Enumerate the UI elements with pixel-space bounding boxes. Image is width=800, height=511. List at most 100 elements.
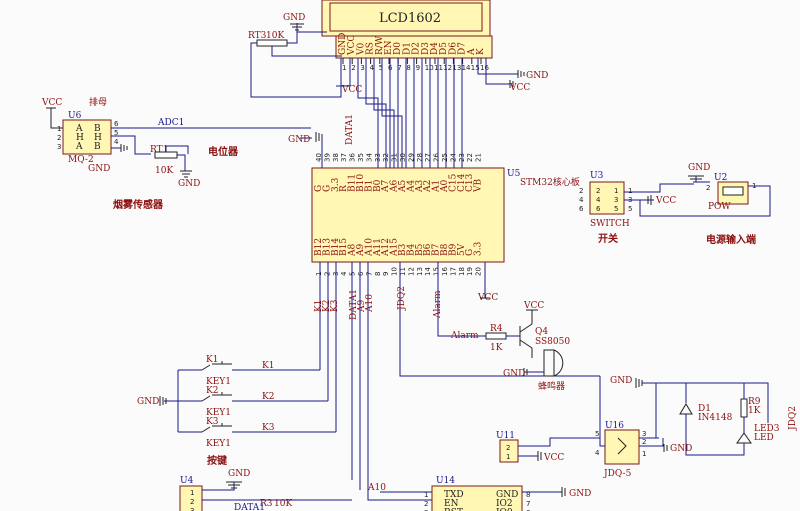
mcu-stm32: G40G393.338R37B1136B1035B134B033A732A631… (288, 114, 580, 276)
u6-left-num: 2 (57, 134, 61, 142)
mcu-bot-num: 6 (357, 271, 365, 276)
mcu-top-pin: A2 (423, 180, 433, 193)
relay-circuit: GND D1 IN4148 R9 1K LED3 LED U16 JDQ-5 G… (518, 376, 798, 479)
lcd-pin-num: 8 (406, 64, 410, 72)
net-data-v: DATA1 (349, 289, 359, 320)
r9-label: R9 (748, 397, 761, 407)
u14-gnd: GND (569, 489, 591, 499)
lcd1602: LCD1602 GND1VCC2V03RS4R/W5EN6D07D18D29D3… (248, 0, 548, 168)
mcu-top-pin: B10 (356, 174, 366, 192)
lcd-pin-num: 9 (416, 64, 420, 72)
jdq2-net: JDQ2 (788, 406, 798, 431)
u16-p4: 4 (595, 449, 600, 457)
mcu-top-num: 34 (365, 153, 373, 162)
u16-ref: U16 (605, 421, 624, 431)
mcu-top-pin: B11 (348, 174, 358, 192)
u14-right-pin: IO0 (496, 508, 513, 511)
mcu-bot-num: 7 (365, 272, 373, 276)
u3-inner-left: 2 (596, 187, 600, 195)
u11-vcc: VCC (543, 453, 564, 463)
key-k2-net: K2 (262, 392, 274, 402)
key-k1-net: K1 (262, 361, 274, 371)
u6-left-pin: A (75, 124, 83, 134)
u14-wifi: U14 TXD1GND8EN2IO27RST3IO06 A10 GND (367, 476, 591, 511)
u3-left-num: 4 (579, 196, 584, 204)
mcu-name: STM32核心板 (520, 176, 580, 188)
mcu-top-num: 39 (323, 153, 331, 162)
lcd-pin-num: 1 (342, 64, 346, 72)
mcu-top-num: 29 (407, 153, 415, 162)
lcd-pin-num: 3 (360, 64, 364, 72)
mcu-top-num: 24 (449, 153, 457, 162)
q4-vcc: VCC (523, 301, 544, 311)
u3-right-num: 1 (628, 187, 632, 195)
u16-name: JDQ-5 (603, 469, 632, 479)
mcu-bot-num: 15 (433, 267, 441, 276)
u2-name: POW (708, 202, 731, 212)
mcu-top-num: 28 (416, 153, 424, 162)
rt1-value: 10K (155, 166, 173, 176)
mcu-bot-num: 12 (407, 267, 415, 276)
mcu-bot-num: 4 (340, 271, 348, 276)
mcu-top-num: 38 (332, 153, 340, 162)
u3-label: 开关 (598, 232, 618, 245)
mcu-bot-num: 2 (323, 272, 331, 276)
u3-inner-left: 6 (596, 205, 601, 213)
net-a9-v: A9 (357, 300, 367, 313)
mcu-top-pin: R (339, 185, 349, 192)
mcu-top-num: 25 (441, 153, 449, 162)
lcd-pin-a: A (467, 48, 477, 56)
led3-value: LED (754, 433, 774, 443)
mcu-bot-pin: A9 (356, 244, 366, 257)
u3-vcc: VCC (655, 196, 676, 206)
lcd-pin-num: 14 (462, 64, 471, 72)
u14-left-pin: EN (444, 499, 459, 509)
r4-resistor (485, 332, 507, 340)
u3-body (589, 181, 625, 215)
lcd-pin-d1: D1 (402, 42, 412, 55)
mcu-bot-num: 16 (441, 267, 449, 276)
net-a10-v: A10 (365, 294, 375, 313)
mcu-bot-num: 14 (424, 267, 432, 276)
u6-left-num: 3 (57, 143, 61, 151)
u11-p1: 1 (506, 453, 510, 461)
mcu-top-num: 30 (399, 153, 407, 162)
r3-value: 10K (274, 499, 292, 509)
mcu-bot-num: 5 (349, 272, 357, 276)
mcu-top-num: 23 (458, 153, 466, 162)
lcd-pin-k: K (476, 48, 486, 55)
mcu-bot-pin: 3.3 (474, 241, 484, 256)
u14-left-num: 1 (424, 491, 428, 499)
u11-p2: 2 (506, 444, 510, 452)
lcd-pin-v0: V0 (356, 43, 366, 56)
lcd-pin-d4: D4 (430, 42, 440, 55)
led3-label: LED3 (754, 424, 780, 434)
r3-label: R3 (260, 499, 273, 509)
mcu-bot-pin: B6 (423, 243, 433, 256)
u6-left-pin: H (76, 133, 84, 143)
lcd-pin-d5: D5 (439, 42, 449, 55)
mcu-top-pin: G (314, 185, 324, 192)
mcu-bot-pin: B14 (331, 238, 341, 256)
lcd-pin-d3: D3 (421, 42, 431, 55)
lcd-pin-d6: D6 (448, 42, 458, 55)
u2-gnd: GND (688, 163, 710, 173)
u14-left-num: 2 (424, 500, 428, 508)
u6-vcc: VCC (41, 98, 62, 108)
u11-ref: U11 (496, 431, 515, 441)
u4-data: DATA1 (234, 503, 265, 511)
u3-inner-right: 1 (614, 187, 618, 195)
relay-gnd: GND (610, 376, 632, 386)
r9-value: 1K (748, 406, 761, 416)
u6-right-num: 4 (114, 138, 119, 146)
lcd-gnd-label: GND (283, 13, 305, 23)
u14-right-num: 8 (526, 491, 530, 499)
mcu-top-pin: A3 (415, 180, 425, 193)
u3-inner-left: 4 (596, 196, 601, 204)
u6-right-num: 6 (114, 120, 119, 128)
mcu-top-pin: B1 (364, 180, 374, 192)
mcu-top-num: 22 (466, 153, 474, 162)
